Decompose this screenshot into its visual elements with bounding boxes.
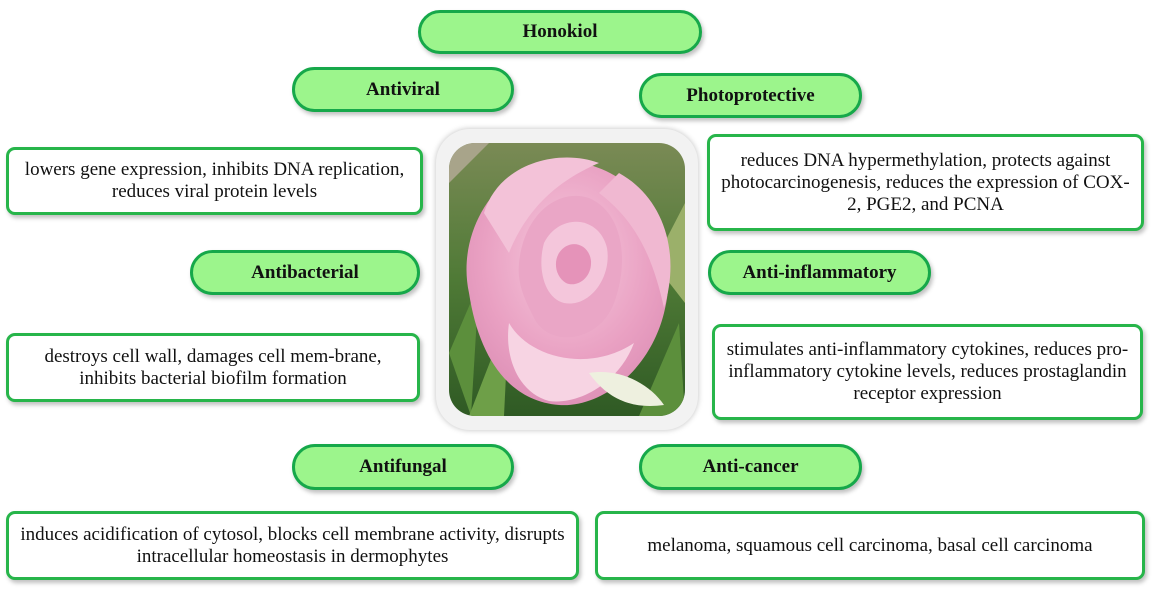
anti-cancer-description: melanoma, squamous cell carcinoma, basal… xyxy=(647,534,1093,556)
photoprotective-description-box: reduces DNA hypermethylation, protects a… xyxy=(707,134,1144,231)
antifungal-description-box: induces acidification of cytosol, blocks… xyxy=(6,511,579,580)
antifungal-description: induces acidification of cytosol, blocks… xyxy=(20,523,565,567)
antifungal-label: Antifungal xyxy=(359,456,447,477)
antifungal-pill: Antifungal xyxy=(292,444,514,490)
antiviral-label: Antiviral xyxy=(366,78,440,100)
magnolia-photo-frame xyxy=(436,129,698,430)
magnolia-flower-image xyxy=(449,143,685,416)
photoprotective-pill: Photoprotective xyxy=(639,73,862,118)
title-label: Honokiol xyxy=(522,21,598,42)
antibacterial-pill: Antibacterial xyxy=(190,250,420,295)
antibacterial-description: destroys cell wall, damages cell mem-bra… xyxy=(44,345,382,389)
title-pill: Honokiol xyxy=(418,10,702,54)
antiviral-description-box: lowers gene expression, inhibits DNA rep… xyxy=(6,147,423,215)
anti-inflammatory-pill: Anti-inflammatory xyxy=(708,250,931,295)
photoprotective-label: Photoprotective xyxy=(686,84,815,106)
anti-inflammatory-description: stimulates anti-inflammatory cytokines, … xyxy=(726,339,1129,404)
photoprotective-description: reduces DNA hypermethylation, protects a… xyxy=(721,149,1130,215)
antibacterial-description-box: destroys cell wall, damages cell mem-bra… xyxy=(6,333,420,402)
anti-inflammatory-label: Anti-inflammatory xyxy=(742,261,897,283)
anti-cancer-pill: Anti-cancer xyxy=(639,444,862,490)
antiviral-pill: Antiviral xyxy=(292,67,514,112)
antibacterial-label: Antibacterial xyxy=(251,261,359,283)
anti-cancer-label: Anti-cancer xyxy=(702,456,799,477)
anti-inflammatory-description-box: stimulates anti-inflammatory cytokines, … xyxy=(712,324,1143,420)
antiviral-description: lowers gene expression, inhibits DNA rep… xyxy=(24,159,405,202)
anti-cancer-description-box: melanoma, squamous cell carcinoma, basal… xyxy=(595,511,1145,580)
